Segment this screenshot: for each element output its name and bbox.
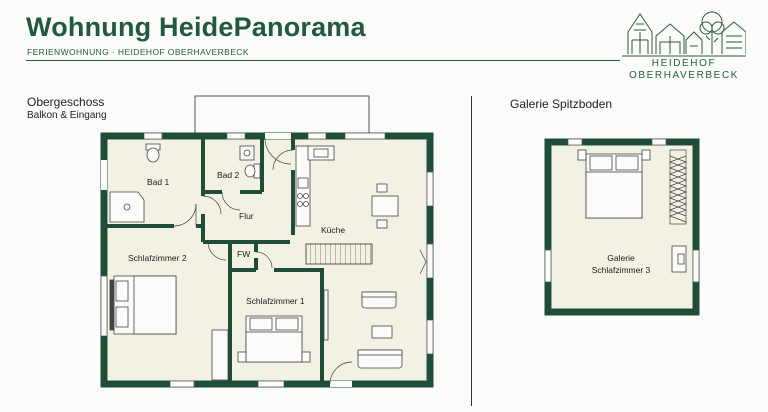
upper-floor-subtitle: Balkon & Eingang [27,110,107,121]
page-title: Wohnung HeidePanorama [26,12,366,42]
page-subtitle: FERIENWOHNUNG · HEIDEHOF OBERHAVERBECK [27,47,249,57]
room-label-galerie: Galerie [607,253,635,263]
room-label-fw: FW [237,249,251,259]
attic-floor-title: Galerie Spitzboden [510,97,613,111]
heidehof-logo-icon [622,11,746,57]
balcony-outline [194,95,370,137]
floor-divider [471,96,472,406]
logo-line-2: OBERHAVERBECK [628,70,740,81]
upper-floor-title: Obergeschoss [27,95,105,109]
attic-outer-wall [544,138,700,316]
logo-line-1: HEIDEHOF [651,58,717,69]
room-label-schlaf2: Schlafzimmer 2 [128,253,187,263]
room-label-flur: Flur [239,211,254,221]
room-label-schlaf3: Schlafzimmer 3 [591,265,651,275]
header-rule [26,60,620,61]
room-label-kueche: Küche [321,225,346,235]
room-label-bad2: Bad 2 [217,170,240,180]
room-label-bad1: Bad 1 [147,177,170,187]
room-label-schlaf1: Schlafzimmer 1 [246,296,305,306]
